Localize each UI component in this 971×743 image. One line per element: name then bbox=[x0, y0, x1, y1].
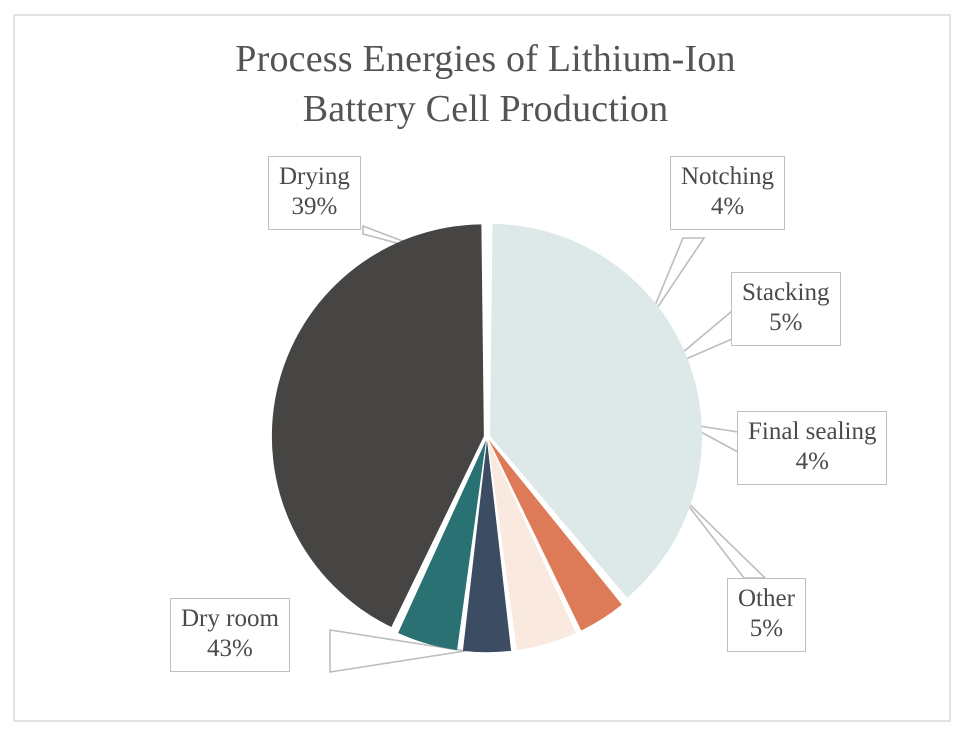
pie-slice-dry-room bbox=[271, 224, 484, 628]
callout-stacking-label: Stacking bbox=[742, 279, 830, 306]
callout-final-sealing: Final sealing 4% bbox=[737, 411, 888, 485]
callout-other-label: Other bbox=[738, 585, 795, 612]
callout-drying: Drying 39% bbox=[268, 156, 361, 230]
callout-stacking-value: 5% bbox=[769, 309, 803, 336]
pie-slice-other bbox=[398, 440, 487, 651]
callout-final-sealing-label: Final sealing bbox=[748, 418, 877, 445]
callout-dry-room-label: Dry room bbox=[181, 605, 279, 632]
leader-line-notching bbox=[648, 237, 706, 321]
chart-title: Process Energies of Lithium-Ion Battery … bbox=[0, 34, 971, 134]
callout-dry-room: Dry room 43% bbox=[170, 598, 290, 672]
callout-drying-value: 39% bbox=[291, 193, 338, 220]
leader-line-other bbox=[680, 495, 767, 579]
chart-title-line-2: Battery Cell Production bbox=[302, 88, 669, 130]
leader-line-dry-room bbox=[329, 629, 466, 673]
callout-notching-label: Notching bbox=[681, 163, 775, 190]
callout-notching: Notching 4% bbox=[670, 156, 786, 230]
chart-title-line-1: Process Energies of Lithium-Ion bbox=[235, 38, 736, 80]
callout-final-sealing-value: 4% bbox=[795, 448, 829, 475]
callout-stacking: Stacking 5% bbox=[731, 272, 841, 346]
pie-slice-stacking bbox=[487, 440, 576, 651]
callout-drying-label: Drying bbox=[279, 163, 350, 190]
callout-dry-room-value: 43% bbox=[207, 635, 253, 662]
pie-slices bbox=[271, 223, 703, 653]
callout-other-value: 5% bbox=[749, 615, 784, 642]
pie-slice-drying bbox=[490, 223, 703, 598]
pie-slice-notching bbox=[488, 439, 622, 631]
pie-slice-final-sealing bbox=[462, 440, 512, 653]
callout-notching-value: 4% bbox=[710, 193, 745, 220]
callout-other: Other 5% bbox=[727, 578, 806, 652]
